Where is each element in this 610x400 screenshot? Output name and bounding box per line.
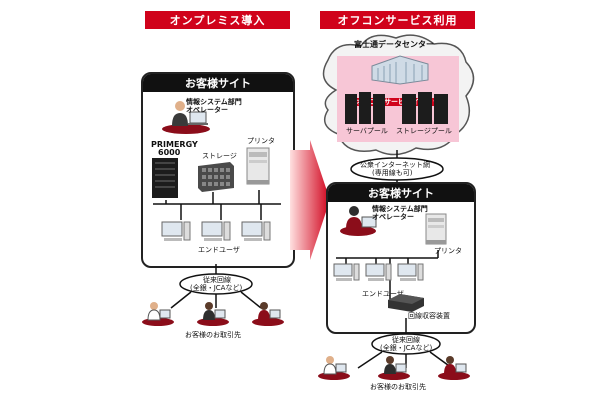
right-enduser-pcs bbox=[333, 263, 424, 281]
left-lan-lines bbox=[153, 190, 281, 220]
datacenter-building-icon bbox=[371, 55, 429, 85]
left-storage-label: ストレージ bbox=[202, 152, 237, 160]
network-connector bbox=[350, 150, 444, 188]
left-server-label-1: PRIMERGY bbox=[151, 140, 198, 149]
banner-offcon-service: オフコンサービス利用 bbox=[320, 11, 475, 29]
left-legacy-line-label-2: (全銀・JCAなど) bbox=[190, 284, 243, 292]
left-storage-icon bbox=[198, 162, 234, 192]
transition-arrow-icon bbox=[290, 140, 330, 260]
left-operator-icon bbox=[162, 101, 210, 134]
right-legacy-line-label-2: (全銀・JCAなど) bbox=[380, 344, 433, 352]
right-operator-label-1: 情報システム部門 bbox=[372, 205, 428, 213]
right-operator-icon bbox=[340, 206, 377, 236]
left-legacy-line-label-1: 従来回線 bbox=[203, 276, 231, 284]
infra-label: オフコンサービスインフラ bbox=[354, 98, 442, 106]
left-operator-label-1: 情報システム部門 bbox=[186, 98, 242, 106]
left-partners-icon bbox=[142, 302, 284, 326]
storage-pool-label: ストレージプール bbox=[396, 127, 452, 135]
left-enduser-pcs bbox=[161, 221, 271, 241]
right-printer-icon bbox=[425, 213, 447, 245]
left-legacy-line-connector bbox=[170, 264, 262, 309]
right-legacy-line-label-1: 従来回線 bbox=[392, 336, 420, 344]
left-operator-label-2: オペレーター bbox=[186, 106, 228, 114]
datacenter-label: 富士通データセンター bbox=[354, 40, 434, 49]
left-server-icon bbox=[152, 158, 178, 198]
line-device-label: 回線収容装置 bbox=[408, 312, 450, 320]
right-printer-label: プリンタ bbox=[434, 247, 462, 255]
banner-onpremise: オンプレミス導入 bbox=[145, 11, 290, 29]
left-server-label-2: 6000 bbox=[158, 148, 181, 157]
line-device-icon bbox=[388, 294, 424, 312]
network-label-2: (専用線も可) bbox=[372, 169, 413, 177]
right-partners-icon bbox=[318, 356, 470, 380]
left-enduser-label: エンドユーザ bbox=[198, 246, 240, 254]
network-label-1: 公衆インターネット網 bbox=[360, 161, 430, 169]
left-site-title: お客様サイト bbox=[143, 74, 293, 92]
right-legacy-line-connector bbox=[357, 318, 453, 369]
storage-pool-icon bbox=[402, 92, 448, 124]
right-operator-label-2: オペレーター bbox=[372, 213, 414, 221]
left-printer-label: プリンタ bbox=[247, 137, 275, 145]
left-partners-label: お客様のお取引先 bbox=[185, 331, 241, 339]
right-enduser-label: エンドユーザ bbox=[362, 290, 404, 298]
right-partners-label: お客様のお取引先 bbox=[370, 383, 426, 391]
server-pool-icon bbox=[345, 92, 385, 124]
left-printer-icon bbox=[246, 147, 270, 185]
right-site-title: お客様サイト bbox=[328, 184, 474, 202]
server-pool-label: サーバプール bbox=[346, 127, 388, 135]
